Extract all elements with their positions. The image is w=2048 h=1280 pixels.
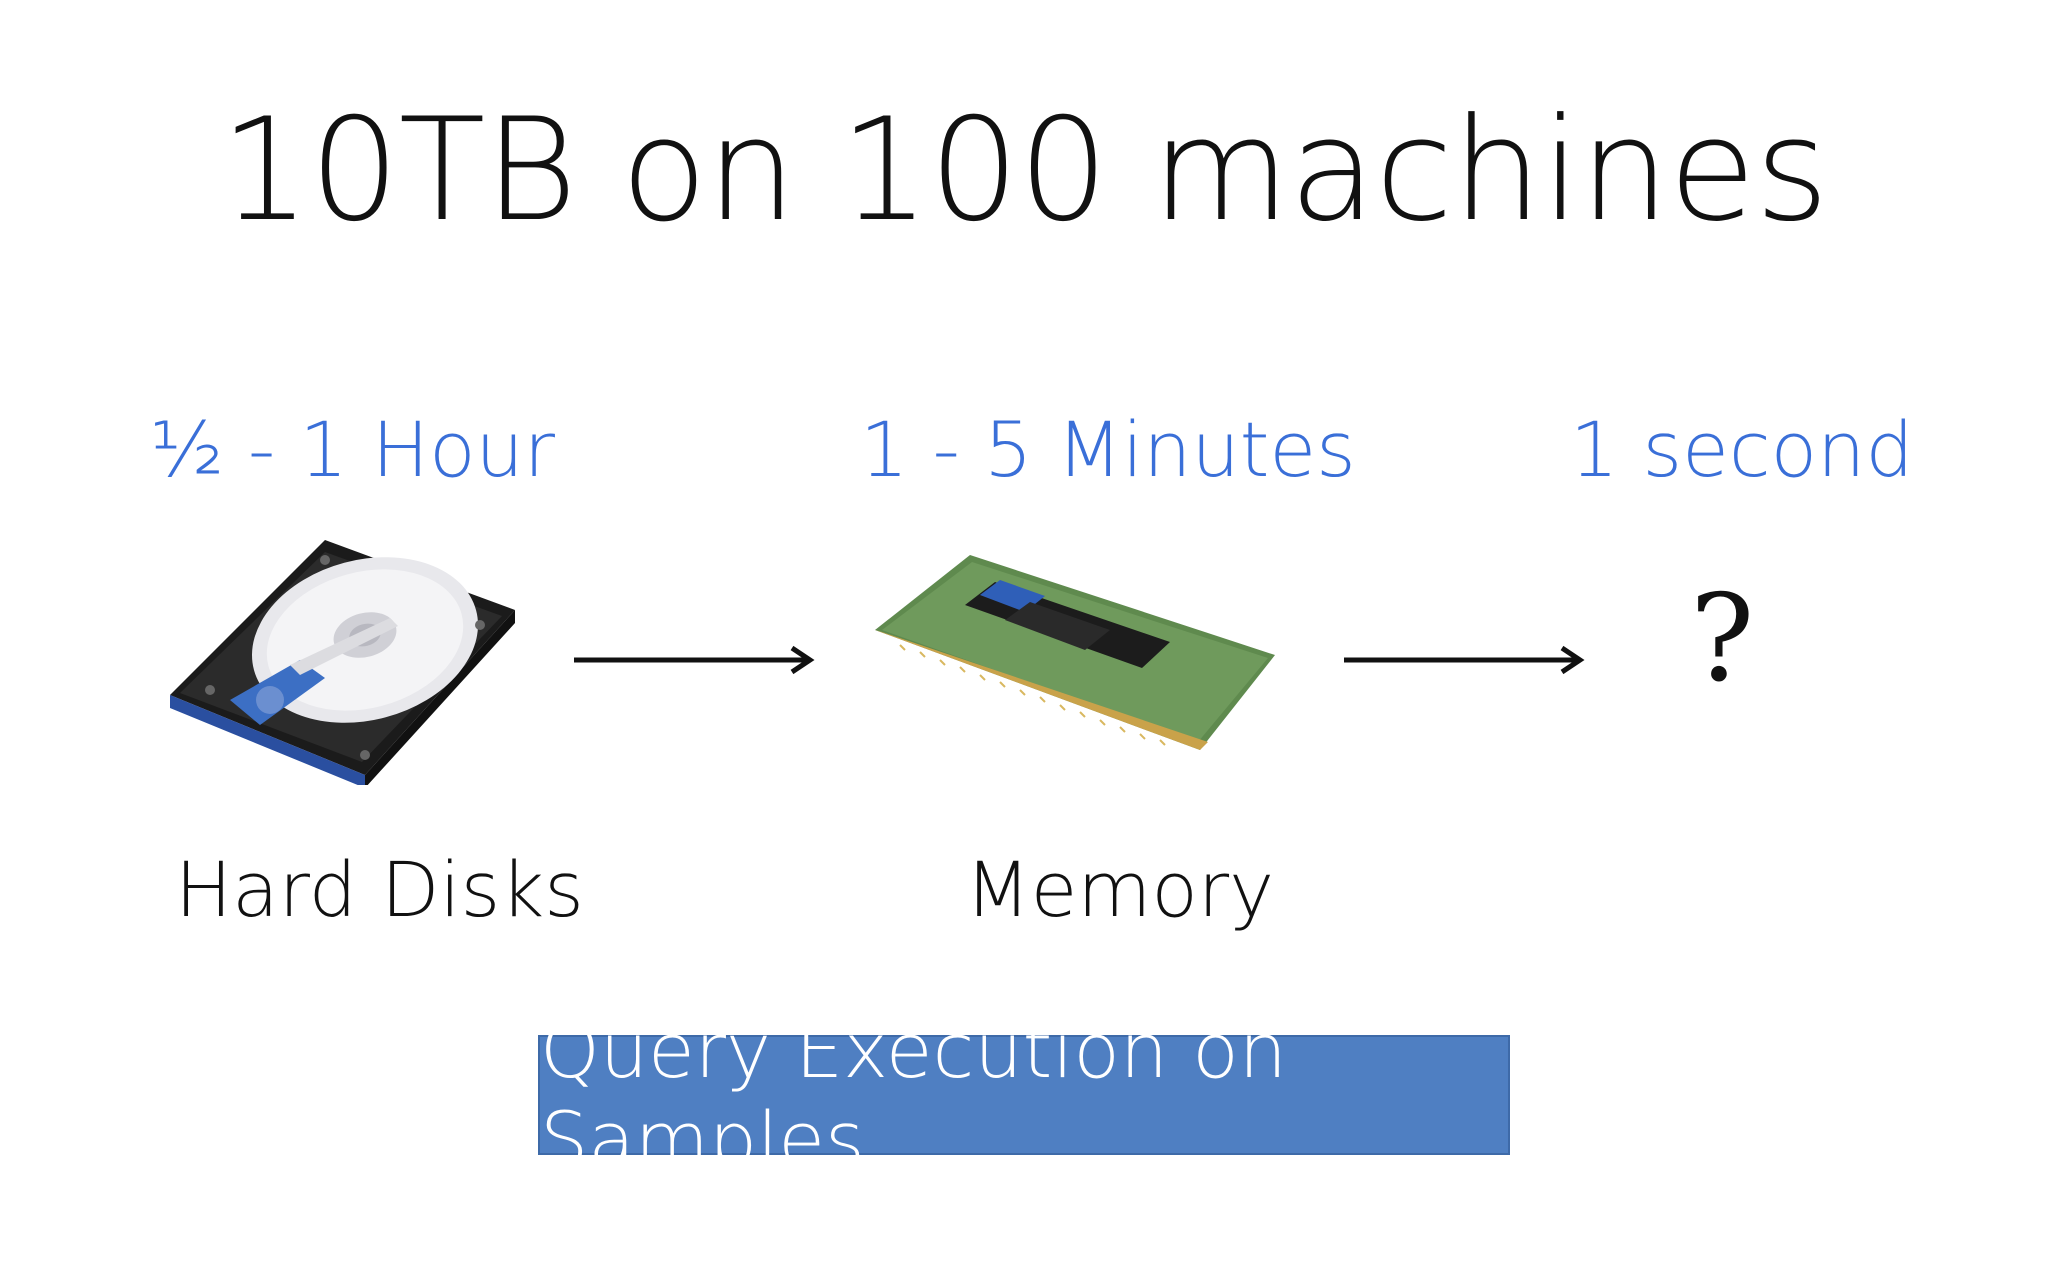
arrow-right-icon bbox=[1344, 645, 1585, 675]
memory-module-icon bbox=[875, 555, 1275, 750]
stage-label-memory: Memory bbox=[965, 845, 1275, 934]
stage-time-question: 1 second bbox=[1570, 405, 1914, 494]
question-mark: ? bbox=[1690, 570, 1755, 709]
stage-time-memory: 1 - 5 Minutes bbox=[860, 405, 1356, 494]
query-execution-box: Query Execution on Samples bbox=[538, 1006, 1510, 1184]
hard-disk-icon bbox=[170, 540, 515, 785]
stage-label-hard-disks: Hard Disks bbox=[175, 845, 584, 934]
stage-time-hard-disks: ½ - 1 Hour bbox=[150, 405, 555, 494]
slide-title: 10TB on 100 machines bbox=[220, 88, 1829, 253]
arrow-right-icon bbox=[574, 645, 815, 675]
